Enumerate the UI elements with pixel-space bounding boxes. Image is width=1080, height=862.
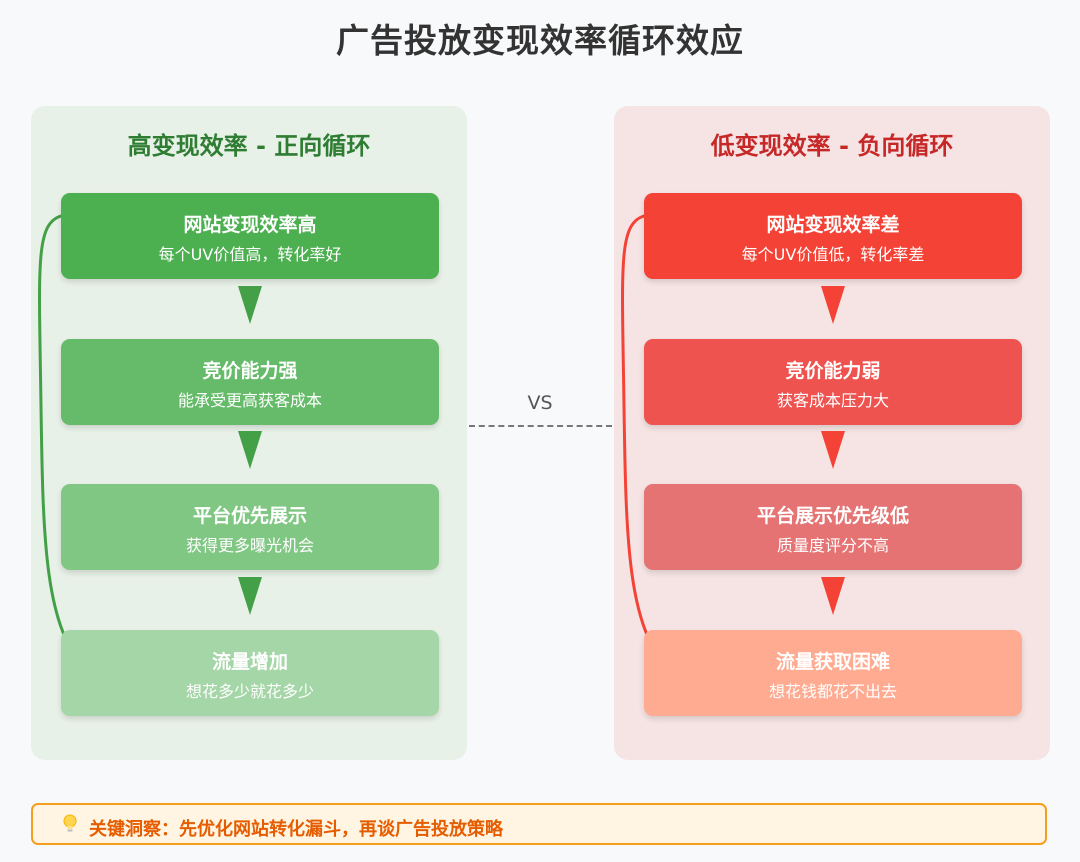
down-arrow-icon [821,286,845,324]
step-title: 竞价能力弱 [785,360,881,382]
step-title: 竞价能力强 [202,360,298,382]
positive-step-3: 平台优先展示 获得更多曝光机会 [61,484,439,570]
down-arrow-icon [238,431,262,469]
negative-step-3: 平台展示优先级低 质量度评分不高 [644,484,1022,570]
step-subtitle: 每个UV价值低，转化率差 [741,245,925,264]
step-title: 平台优先展示 [192,505,307,527]
positive-step-4: 流量增加 想花多少就花多少 [61,630,439,716]
step-subtitle: 获得更多曝光机会 [185,536,314,555]
positive-cycle-panel: 高变现效率 - 正向循环 网站变现效率高 每个UV价值高，转化率好 竞价能力强 … [31,106,467,760]
step-subtitle: 想花钱都花不出去 [768,682,897,701]
down-arrow-icon [238,286,262,324]
page-title: 广告投放变现效率循环效应 [336,21,744,60]
step-title: 网站变现效率差 [766,214,900,236]
step-subtitle: 质量度评分不高 [776,536,889,555]
step-title: 流量增加 [211,651,288,673]
step-title: 网站变现效率高 [183,214,317,236]
down-arrow-icon [238,577,262,615]
vs-label: VS [527,392,553,414]
negative-step-4: 流量获取困难 想花钱都花不出去 [644,630,1022,716]
negative-cycle-panel: 低变现效率 - 负向循环 网站变现效率差 每个UV价值低，转化率差 竞价能力弱 … [614,106,1050,760]
positive-step-1: 网站变现效率高 每个UV价值高，转化率好 [61,193,439,279]
down-arrow-icon [821,577,845,615]
step-subtitle: 每个UV价值高，转化率好 [158,245,342,264]
insight-text: 关键洞察：先优化网站转化漏斗，再谈广告投放策略 [89,819,503,840]
positive-cycle-title: 高变现效率 - 正向循环 [127,132,371,160]
step-subtitle: 能承受更高获客成本 [177,391,322,410]
step-title: 流量获取困难 [775,651,890,673]
step-title: 平台展示优先级低 [756,505,909,527]
insight-banner: 关键洞察：先优化网站转化漏斗，再谈广告投放策略 [31,803,1047,845]
step-subtitle: 获客成本压力大 [776,391,889,410]
step-subtitle: 想花多少就花多少 [185,682,314,701]
negative-step-2: 竞价能力弱 获客成本压力大 [644,339,1022,425]
positive-step-2: 竞价能力强 能承受更高获客成本 [61,339,439,425]
vs-divider [469,425,612,427]
down-arrow-icon [821,431,845,469]
lightbulb-icon [63,814,77,832]
negative-step-1: 网站变现效率差 每个UV价值低，转化率差 [644,193,1022,279]
negative-cycle-title: 低变现效率 - 负向循环 [710,132,954,160]
